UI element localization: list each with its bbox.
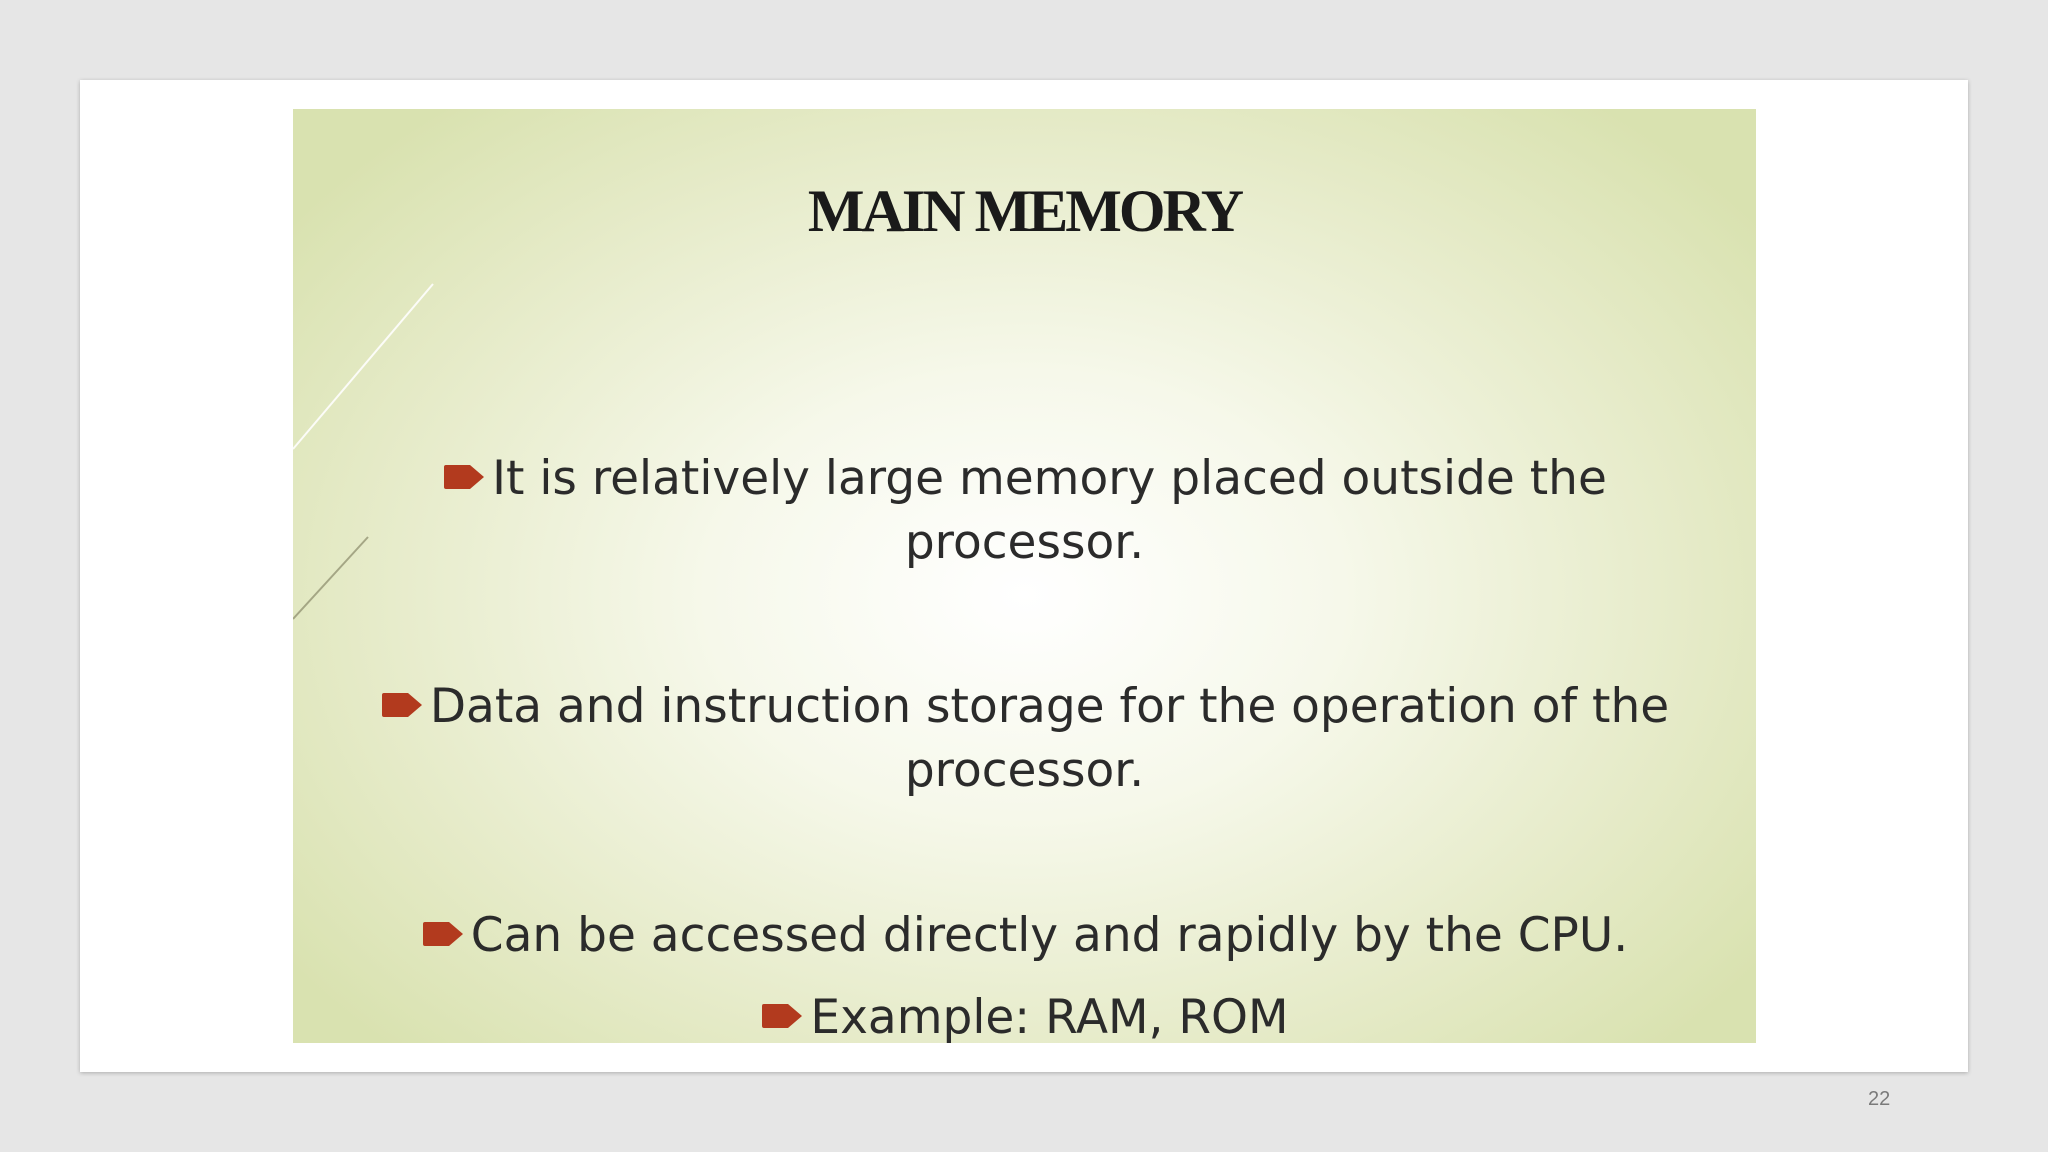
- arrow-icon: [762, 1003, 803, 1028]
- bullet-text: Example: RAM, ROM: [810, 990, 1289, 1043]
- bullet-text-continued: processor.: [904, 743, 1145, 798]
- bullet-item: Data and instruction storage for the ope…: [293, 675, 1756, 803]
- page: MAIN MEMORY It is relatively large memor…: [80, 80, 1968, 1072]
- page-number: 22: [1868, 1088, 1891, 1110]
- bullet-item: Can be accessed directly and rapidly by …: [293, 904, 1756, 968]
- slide: MAIN MEMORY It is relatively large memor…: [293, 109, 1756, 1043]
- bullet-text: Data and instruction storage for the ope…: [429, 679, 1670, 734]
- bullet-item: Example: RAM, ROM: [293, 986, 1756, 1043]
- arrow-icon: [444, 464, 485, 489]
- bullet-text-continued: processor.: [904, 515, 1145, 570]
- arrow-icon: [422, 921, 463, 946]
- arrow-icon: [381, 692, 422, 717]
- slide-title: MAIN MEMORY: [807, 178, 1244, 244]
- decorative-lines: [293, 283, 434, 620]
- bullet-text: It is relatively large memory placed out…: [492, 451, 1607, 506]
- bullet-item: It is relatively large memory placed out…: [293, 447, 1756, 575]
- bullet-text: Can be accessed directly and rapidly by …: [470, 908, 1629, 963]
